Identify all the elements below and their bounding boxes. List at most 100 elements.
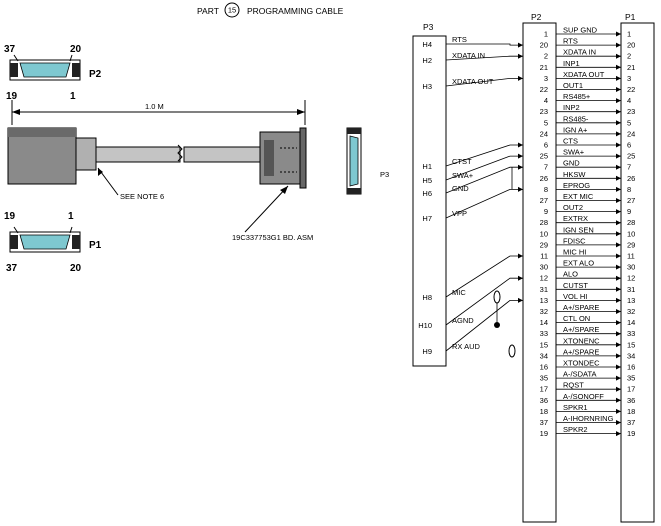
signal-label: EPROG bbox=[563, 181, 590, 190]
signal-label: CTS bbox=[563, 137, 578, 146]
p3-pin-number: H9 bbox=[422, 347, 432, 356]
signal-label: A-IHORNRING bbox=[563, 414, 614, 423]
wire-arrow bbox=[616, 87, 621, 92]
wire-features bbox=[493, 167, 516, 358]
wire-arrow bbox=[616, 120, 621, 126]
p3-pin-number: H2 bbox=[422, 56, 432, 65]
wire-arrow bbox=[616, 109, 621, 115]
wire-arrow bbox=[616, 220, 621, 226]
connector-p2-drawing bbox=[9, 54, 81, 81]
p2-pin-number: 1 bbox=[544, 30, 548, 39]
wire-arrow bbox=[616, 231, 621, 237]
p2-pin-number: 30 bbox=[540, 263, 548, 272]
wire-arrow bbox=[518, 53, 523, 59]
p3-signal-label: VPP bbox=[452, 209, 467, 218]
wire-arrow bbox=[518, 253, 523, 259]
p2-pin-number: 4 bbox=[544, 96, 548, 105]
p2-pin-number: 37 bbox=[540, 418, 548, 427]
p1-pin-number: 29 bbox=[627, 240, 635, 249]
see-note: SEE NOTE 6 bbox=[120, 192, 164, 201]
wire-arrow bbox=[616, 198, 621, 203]
p2-pin-number: 22 bbox=[540, 85, 548, 94]
wire-arrow bbox=[616, 242, 621, 248]
p3-signal-label: CTST bbox=[452, 157, 472, 166]
signal-label: SPKR2 bbox=[563, 425, 588, 434]
p1-pin-number: 10 bbox=[627, 229, 635, 238]
pin-row: 35 A-/SDATA 35 bbox=[540, 370, 636, 383]
p1-pin-number: 25 bbox=[627, 152, 635, 161]
p1-drawing-label: P1 bbox=[89, 240, 102, 251]
p3-pin-number: H8 bbox=[422, 293, 432, 302]
p1-box bbox=[620, 22, 655, 523]
signal-label: CTL ON bbox=[563, 314, 590, 323]
wire-arrow bbox=[616, 53, 621, 59]
signal-label: RTS bbox=[563, 37, 578, 46]
diagram-title: PROGRAMMING CABLE bbox=[247, 6, 344, 16]
signal-label: VOL HI bbox=[563, 292, 587, 301]
p2-pin-number: 25 bbox=[540, 152, 548, 161]
p2-pin-37: 37 bbox=[4, 44, 16, 55]
p2-pin-number: 15 bbox=[540, 340, 548, 349]
p3-drawing-label: P3 bbox=[380, 170, 389, 179]
wire-arrow bbox=[616, 164, 621, 170]
signal-label: OUT2 bbox=[563, 203, 583, 212]
wire-arrow bbox=[616, 309, 621, 314]
header-p3: P3 bbox=[423, 22, 434, 32]
wire-arrow bbox=[616, 397, 621, 403]
p1-pin-number: 19 bbox=[627, 429, 635, 438]
p2-pin-number: 28 bbox=[540, 218, 548, 227]
p1-pin-number: 11 bbox=[627, 252, 635, 261]
signal-label: SPKR1 bbox=[563, 403, 588, 412]
p1-pin-number: 1 bbox=[627, 30, 631, 39]
pin-row: 20 RTS 20 bbox=[540, 37, 636, 50]
p1-pin-number: 37 bbox=[627, 418, 635, 427]
wire-arrow bbox=[616, 353, 621, 359]
p2-pin-number: 11 bbox=[540, 252, 548, 261]
p2-pin-number: 35 bbox=[540, 374, 548, 383]
wire-arrow bbox=[616, 253, 621, 259]
wire-arrow bbox=[616, 320, 621, 326]
p1-pin-37: 37 bbox=[6, 263, 18, 274]
wire-arrow bbox=[616, 264, 621, 270]
p2-pin-number: 21 bbox=[540, 63, 548, 72]
p1-pin-number: 8 bbox=[627, 185, 631, 194]
wire-arrow bbox=[518, 186, 523, 192]
p2-pin-number: 20 bbox=[540, 41, 548, 50]
p2-pin-number: 7 bbox=[544, 163, 548, 172]
p1-pin-number: 13 bbox=[627, 296, 635, 305]
p2-pin-number: 34 bbox=[540, 351, 548, 360]
wire-arrow bbox=[616, 153, 621, 159]
p1-pin-number: 20 bbox=[627, 41, 635, 50]
connector-p1-drawing bbox=[9, 226, 81, 253]
wire-arrow bbox=[616, 431, 621, 437]
signal-label: A-/SONOFF bbox=[563, 392, 604, 401]
part-label: PART bbox=[197, 6, 219, 16]
p2-pin-20: 20 bbox=[70, 44, 82, 55]
signal-label: A-/SDATA bbox=[563, 370, 596, 379]
p1-pin-number: 35 bbox=[627, 374, 635, 383]
wire-arrow bbox=[616, 64, 621, 70]
p1-pin-20: 20 bbox=[70, 263, 82, 274]
p2-pin-number: 36 bbox=[540, 396, 548, 405]
p1-pin-number: 30 bbox=[627, 263, 635, 272]
signal-label: CUTST bbox=[563, 281, 588, 290]
p2-pin-number: 26 bbox=[540, 174, 548, 183]
signal-label: RS485+ bbox=[563, 92, 591, 101]
p1-pin-number: 9 bbox=[627, 207, 631, 216]
signal-label: IGN SEN bbox=[563, 225, 594, 234]
